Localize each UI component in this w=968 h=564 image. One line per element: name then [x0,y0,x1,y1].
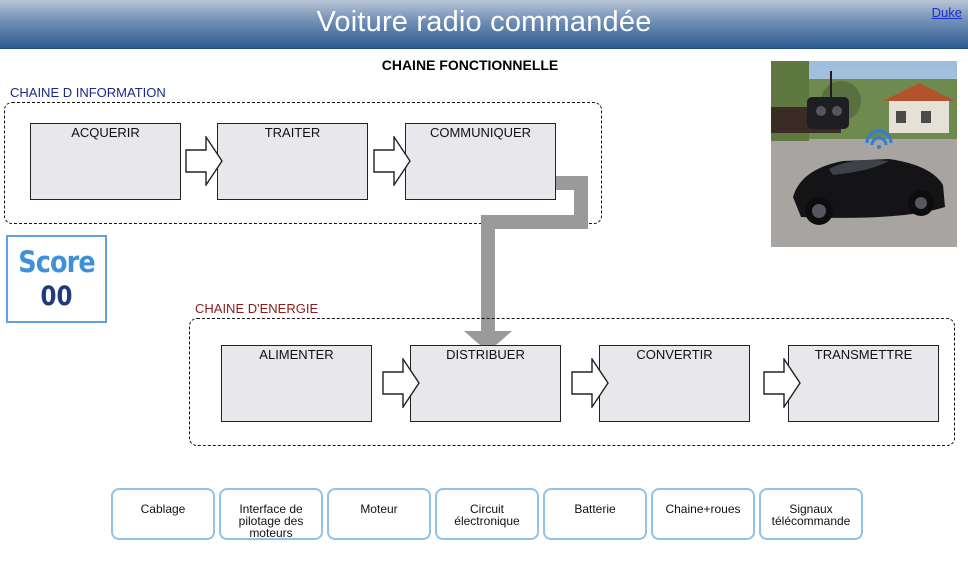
block-label: TRAITER [264,125,321,140]
drop-zone-alimenter[interactable]: ALIMENTER [221,345,372,422]
page-title: Voiture radio commandée [316,6,652,38]
flow-arrow-icon [373,136,411,186]
rc-car-photo [771,61,957,247]
block-label: DISTRIBUER [446,347,525,362]
drop-zone-convertir[interactable]: CONVERTIR [599,345,750,422]
flow-arrow-icon [763,358,801,408]
info-chain-frame [4,102,602,224]
block-label: ALIMENTER [259,347,334,362]
drop-zone-communiquer[interactable]: COMMUNIQUER [405,123,556,200]
flow-arrow-icon [185,136,223,186]
user-link[interactable]: Duke [931,5,962,20]
header-bar: Voiture radio commandée Duke [0,0,968,49]
info-chain-label: CHAINE D INFORMATION [10,85,166,100]
flow-arrow-icon [571,358,609,408]
block-label: CONVERTIR [636,347,713,362]
drop-zone-distribuer[interactable]: DISTRIBUER [410,345,561,422]
card-interface-pilotage[interactable]: Interface de pilotage des moteurs [219,488,323,540]
energy-chain-frame [189,318,955,446]
card-signaux-telecommande[interactable]: Signaux télécommande [759,488,863,540]
block-label: TRANSMETTRE [814,347,913,362]
diagram-title: CHAINE FONCTIONNELLE [381,57,559,73]
block-label: COMMUNIQUER [429,125,532,140]
energy-chain-label: CHAINE D'ENERGIE [195,301,319,316]
card-batterie[interactable]: Batterie [543,488,647,540]
card-circuit-electronique[interactable]: Circuit électronique [435,488,539,540]
drop-zone-transmettre[interactable]: TRANSMETTRE [788,345,939,422]
flow-arrow-icon [382,358,420,408]
drop-zone-traiter[interactable]: TRAITER [217,123,368,200]
card-chaine-roues[interactable]: Chaine+roues [651,488,755,540]
card-cablage[interactable]: Cablage [111,488,215,540]
drop-zone-acquerir[interactable]: ACQUERIR [30,123,181,200]
block-label: ACQUERIR [71,125,140,140]
score-value: 00 [40,281,73,312]
card-moteur[interactable]: Moteur [327,488,431,540]
score-panel: Score 00 [6,235,107,323]
score-label: Score [18,245,95,279]
